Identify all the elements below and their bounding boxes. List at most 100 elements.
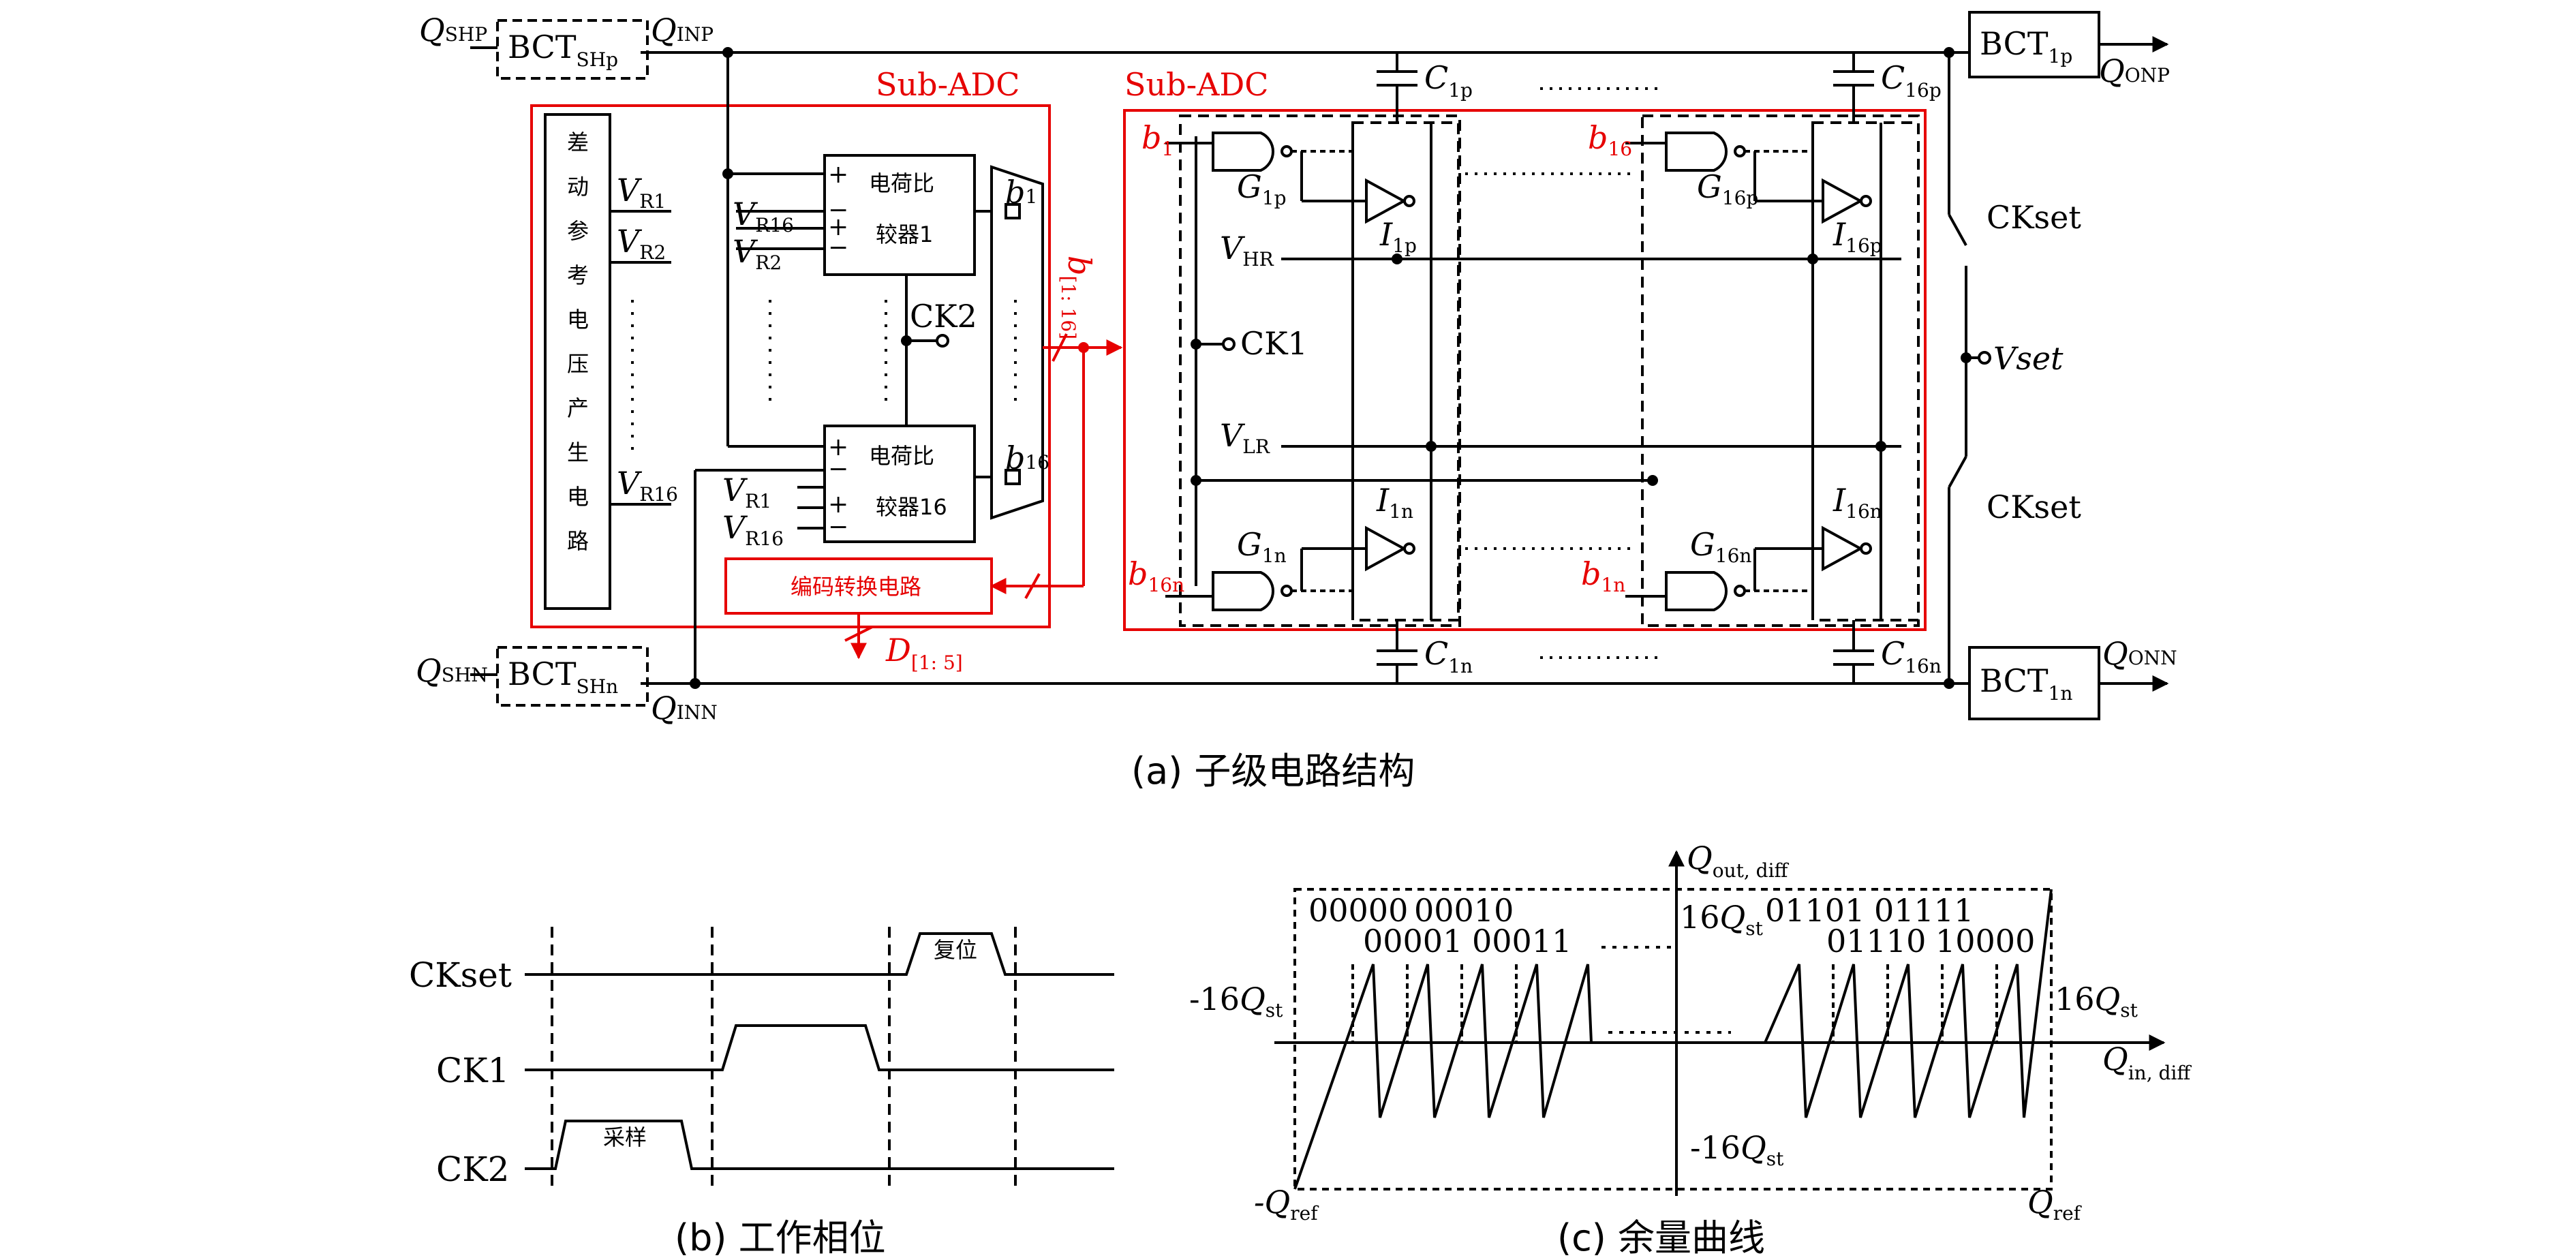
svg-text:QINP: QINP <box>651 12 714 48</box>
signal-ck1: CK1 <box>436 1051 509 1090</box>
svg-text:BCT1n: BCT1n <box>1980 662 2072 705</box>
code-01101: 01101 <box>1765 892 1865 929</box>
code-10000: 10000 <box>1935 923 2035 959</box>
svg-text:b16: b16 <box>1588 119 1632 160</box>
svg-text:−: − <box>828 234 848 262</box>
svg-text:较器1: 较器1 <box>876 221 933 247</box>
svg-text:-16Qst: -16Qst <box>1189 981 1283 1021</box>
svg-text:+: + <box>828 213 848 241</box>
svg-text:压: 压 <box>567 351 589 377</box>
cell-16-box <box>1641 114 1920 627</box>
vr1-label: V <box>617 172 643 209</box>
c1n-label: C <box>1424 635 1448 672</box>
comparator-1-label: 电荷比 <box>869 170 934 196</box>
cell-in-b1n: b <box>1581 555 1601 592</box>
residue-bounding-box <box>1293 888 2053 1190</box>
ck2-pulse-label: 采样 <box>603 1124 647 1150</box>
svg-text:−: − <box>828 196 848 224</box>
svg-text:b16: b16 <box>1005 440 1049 476</box>
signal-ckset: CKset <box>409 955 512 995</box>
svg-text:b[1: 16]: b[1: 16] <box>1057 256 1098 339</box>
svg-text:较器16: 较器16 <box>876 494 947 520</box>
i1n-label: I <box>1376 482 1390 519</box>
bct-shp-label: BCT <box>508 29 577 65</box>
panel-a-labels: QSHP BCTSHp QINP QSHN BCTSHn QINN Sub-AD… <box>416 12 2177 793</box>
c16p-label: C <box>1881 59 1905 96</box>
code-00011: 00011 <box>1472 923 1571 959</box>
svg-text:QONP: QONP <box>2099 52 2170 89</box>
waveform-ck1 <box>525 1024 1114 1071</box>
svg-text:QSHN: QSHN <box>416 652 488 689</box>
svg-text:Qref: Qref <box>2027 1184 2083 1225</box>
reference-generator-label: 差 动 参 考 电 压 产 生 电 路 <box>567 129 589 554</box>
vlr-label: V <box>1220 417 1246 454</box>
cell-in-b16: b <box>1588 119 1608 156</box>
neg16-left-label: -16 <box>1189 981 1240 1017</box>
svg-text:BCTSHn: BCTSHn <box>508 656 618 698</box>
svg-text:BCTSHp: BCTSHp <box>508 29 618 71</box>
svg-text:VHR: VHR <box>1220 230 1274 271</box>
panel-a-sub-circuit <box>470 11 2169 720</box>
caption-a: (a) 子级电路结构 <box>1131 750 1415 793</box>
panel-c-labels: Qout, diff Qin, diff 00000 00010 00001 0… <box>1189 840 2192 1259</box>
ck2-label: CK2 <box>910 298 977 335</box>
svg-text:VR16: VR16 <box>733 196 794 236</box>
svg-text:I16n: I16n <box>1833 482 1882 523</box>
svg-text:VR16: VR16 <box>617 465 678 506</box>
code-00010: 00010 <box>1414 892 1514 929</box>
nand-g1p <box>1212 132 1275 172</box>
svg-text:b16n: b16n <box>1128 555 1184 596</box>
svg-text:Qout, diff: Qout, diff <box>1687 840 1790 882</box>
bct-shn-box <box>496 646 649 707</box>
reference-generator-box <box>544 113 611 610</box>
g16n-label: G <box>1690 526 1715 563</box>
c1p-label: C <box>1424 59 1448 96</box>
panel-c-residue <box>1274 850 2166 1196</box>
residue-curve-left <box>1293 964 1593 1190</box>
i1p-label: I <box>1379 216 1393 253</box>
q-shp-label: Q <box>419 12 445 48</box>
i16n-label: I <box>1833 482 1846 519</box>
svg-text:QSHP: QSHP <box>419 12 487 48</box>
residue-curve-right <box>1764 889 2053 1118</box>
bct-1n-label: BCT <box>1980 662 2049 699</box>
comparator-1 <box>823 154 976 276</box>
nand-g16n <box>1665 571 1728 611</box>
svg-text:VR1: VR1 <box>617 172 666 213</box>
ck1-label: CK1 <box>1240 325 1308 362</box>
svg-text:G16n: G16n <box>1690 526 1751 567</box>
comparator-16-label: 电荷比 <box>869 443 934 469</box>
svg-text:G1n: G1n <box>1237 526 1287 567</box>
inverter-i1n <box>1365 525 1407 572</box>
nand-g16p <box>1665 132 1728 172</box>
ckset-top-label: CKset <box>1987 199 2081 236</box>
svg-text:电: 电 <box>567 484 589 510</box>
svg-text:QONN: QONN <box>2102 635 2177 672</box>
bct-shp-box <box>496 19 649 80</box>
svg-text:VR2: VR2 <box>617 223 666 264</box>
svg-text:+: + <box>828 491 848 519</box>
svg-text:G16p: G16p <box>1697 168 1758 209</box>
svg-text:C16p: C16p <box>1881 59 1942 102</box>
svg-text:考: 考 <box>567 262 589 288</box>
q-inp-label: Q <box>651 12 677 48</box>
cell-1-box <box>1179 114 1461 627</box>
bct-1p-label: BCT <box>1980 25 2049 62</box>
pos16-top-label: 16 <box>1680 899 1720 936</box>
panel-b-timing <box>525 927 1114 1193</box>
output-mux <box>990 165 1044 520</box>
bus-label: b <box>1061 256 1098 275</box>
svg-text:生: 生 <box>567 440 589 465</box>
junction-dots <box>690 47 1972 689</box>
q-inn-label: Q <box>651 690 677 726</box>
y-axis-label: Q <box>1687 840 1713 876</box>
waveform-ckset <box>525 932 1114 976</box>
svg-text:+: + <box>828 161 848 189</box>
svg-text:VR16: VR16 <box>722 509 784 550</box>
svg-text:C1n: C1n <box>1424 635 1473 677</box>
x-axis-label: Q <box>2102 1041 2128 1077</box>
cell-in-b1: b <box>1141 119 1161 156</box>
svg-text:+: + <box>828 433 848 461</box>
c16n-label: C <box>1881 635 1905 672</box>
